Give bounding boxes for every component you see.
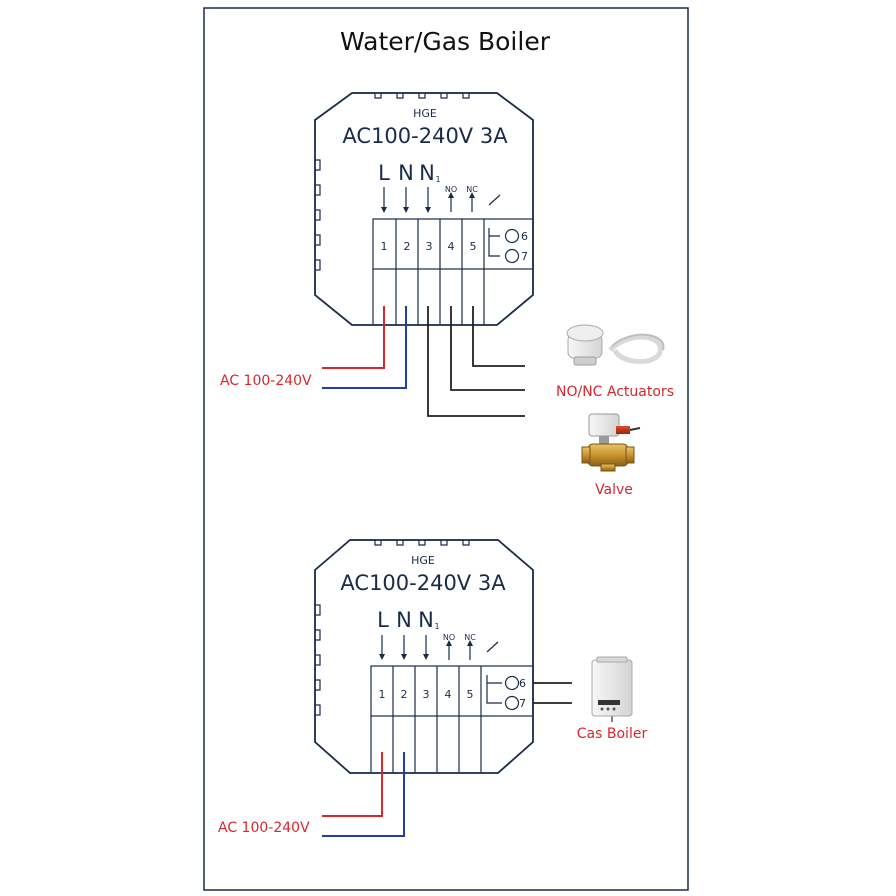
terminal-block bbox=[370, 665, 534, 717]
relay-number-7: 7 bbox=[519, 697, 526, 710]
terminal-block bbox=[372, 218, 534, 270]
terminal-n1-subscript: 1 bbox=[435, 175, 440, 184]
valve-label: Valve bbox=[595, 482, 633, 498]
relay-switch bbox=[486, 641, 502, 704]
neutral-wire-bottom bbox=[322, 752, 405, 837]
terminal-number-4: 4 bbox=[445, 688, 452, 701]
control-wire-3 bbox=[427, 306, 525, 417]
control-wire-4 bbox=[450, 306, 525, 391]
thermostat-top-notches bbox=[350, 539, 498, 546]
brand-label: HGE bbox=[413, 107, 437, 120]
live-wire-bottom bbox=[322, 752, 383, 817]
page-title: Water/Gas Boiler bbox=[340, 27, 551, 56]
outer-frame bbox=[203, 7, 689, 891]
valve-brass-body bbox=[587, 443, 629, 467]
relay-number-6: 6 bbox=[521, 230, 528, 243]
live-wire-top bbox=[322, 306, 385, 369]
terminal-number-2: 2 bbox=[401, 688, 408, 701]
terminal-number-5: 5 bbox=[467, 688, 474, 701]
relay-contact-7 bbox=[504, 695, 520, 711]
terminal-letter-l: L bbox=[378, 161, 390, 185]
thermostat-outline bbox=[314, 539, 534, 774]
thermostat-top: HGE AC100-240V 3A L N N 1 NO NC 1 2 3 4 … bbox=[314, 92, 534, 326]
relay-number-7: 7 bbox=[521, 250, 528, 263]
boiler-label: Cas Boiler bbox=[577, 726, 648, 742]
terminal-letter-n: N bbox=[396, 608, 412, 632]
thermostat-outline bbox=[314, 92, 534, 326]
rating-label: AC100-240V 3A bbox=[340, 571, 506, 595]
brand-label: HGE bbox=[411, 554, 435, 567]
terminal-number-5: 5 bbox=[470, 240, 477, 253]
actuator-image bbox=[566, 324, 665, 366]
actuator-label: NO/NC Actuators bbox=[556, 384, 674, 400]
relay-number-6: 6 bbox=[519, 677, 526, 690]
terminal-label-no: NO bbox=[445, 185, 457, 194]
thermostat-left-notches bbox=[315, 604, 321, 716]
terminal-n1-subscript: 1 bbox=[434, 622, 439, 631]
terminal-number-3: 3 bbox=[423, 688, 430, 701]
terminal-letter-n1: N bbox=[418, 608, 434, 632]
terminal-label-nc: NC bbox=[464, 633, 476, 642]
relay-switch bbox=[488, 194, 501, 257]
thermostat-bottom: HGE AC100-240V 3A L N N 1 NO NC 1 2 3 4 … bbox=[314, 539, 534, 774]
boiler-body bbox=[591, 659, 633, 717]
terminal-number-1: 1 bbox=[379, 688, 386, 701]
gas-boiler-image bbox=[591, 656, 633, 722]
terminal-number-2: 2 bbox=[404, 240, 411, 253]
power-label-bottom: AC 100-240V bbox=[218, 820, 310, 836]
control-wire-5 bbox=[472, 306, 525, 367]
terminal-letter-l: L bbox=[377, 608, 389, 632]
relay-contact-6 bbox=[504, 675, 520, 691]
relay-contact-7 bbox=[504, 248, 520, 264]
terminal-number-1: 1 bbox=[381, 240, 388, 253]
thermostat-left-notches bbox=[315, 159, 321, 271]
valve-motor-head bbox=[588, 413, 620, 437]
terminal-letter-n: N bbox=[398, 161, 414, 185]
actuator-cable-coil bbox=[608, 334, 663, 365]
terminal-letter-n1: N bbox=[419, 161, 435, 185]
terminal-number-4: 4 bbox=[448, 240, 455, 253]
relay-contact-6 bbox=[504, 228, 520, 244]
neutral-wire-top bbox=[322, 306, 407, 389]
thermostat-top-notches bbox=[352, 92, 497, 99]
terminal-label-nc: NC bbox=[466, 185, 478, 194]
rating-label: AC100-240V 3A bbox=[342, 124, 508, 148]
power-label-top: AC 100-240V bbox=[220, 373, 312, 389]
terminal-number-3: 3 bbox=[426, 240, 433, 253]
terminal-label-no: NO bbox=[443, 633, 455, 642]
valve-image bbox=[581, 413, 641, 472]
